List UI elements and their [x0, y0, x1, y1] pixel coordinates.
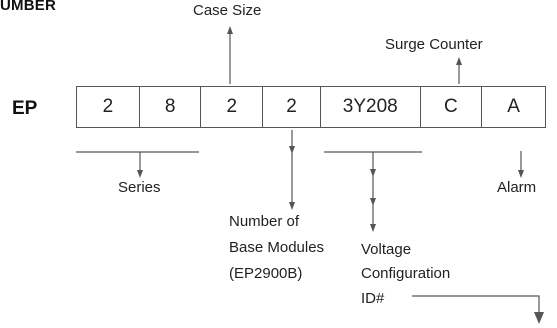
- id-elbow-connector: [412, 295, 544, 324]
- label-voltage-line2: Configuration: [361, 265, 451, 282]
- segment-surge-counter: C: [421, 87, 483, 127]
- segment-alarm: A: [507, 96, 520, 117]
- segment-case-size: 2: [201, 87, 264, 127]
- label-surge-counter: Surge Counter: [385, 36, 483, 53]
- label-case-size: Case Size: [193, 2, 262, 19]
- label-base-modules-line2: Base Modules: [229, 239, 325, 256]
- label-voltage-line3: ID#: [361, 290, 385, 307]
- segment-series-digit-2: 8: [140, 87, 202, 127]
- label-alarm: Alarm: [497, 179, 537, 196]
- segment-voltage-configuration: 3Y208: [321, 87, 421, 127]
- label-base-modules-line3: (EP2900B): [229, 265, 303, 282]
- label-base-modules-line1: Number of: [229, 213, 300, 230]
- catalog-code-box: 2 8 2 2 3Y208 C A: [76, 86, 546, 128]
- segment-base-modules: 2: [263, 87, 321, 127]
- catalog-prefix: EP: [12, 98, 38, 119]
- label-voltage-line1: Voltage: [361, 241, 412, 258]
- label-series: Series: [118, 179, 161, 196]
- segment-series-digit-1: 2: [77, 87, 140, 127]
- diagram-heading: UMBER: [0, 0, 56, 14]
